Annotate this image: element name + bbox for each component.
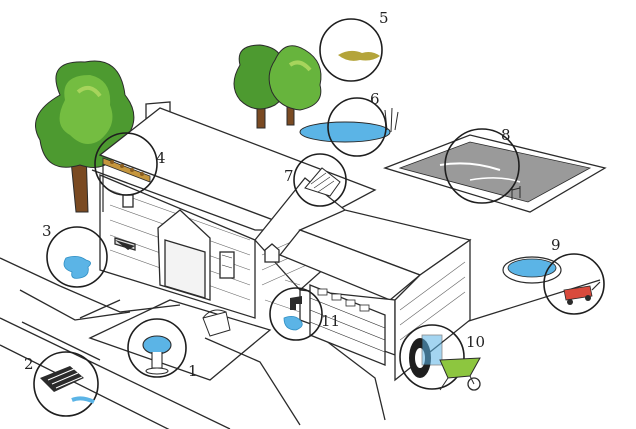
callout-circle-4	[94, 132, 158, 196]
swimming-pool	[383, 134, 607, 213]
callout-circle-11	[269, 287, 323, 341]
callout-circle-9	[543, 253, 605, 315]
callout-number-5: 5	[379, 9, 389, 27]
back-trees	[233, 44, 322, 129]
callout-circle-3	[46, 226, 108, 288]
callout-circle-10	[399, 324, 465, 390]
mud-patch	[338, 50, 380, 61]
birdbath-icon	[142, 335, 172, 375]
callout-circle-7	[293, 153, 347, 207]
roof-vent-icon	[304, 167, 341, 197]
callout-numbers: 1 2 3 4 5 6 7 8 9 10 11	[24, 9, 561, 380]
callout-circle-6	[327, 97, 387, 157]
wagon-icon	[563, 281, 601, 305]
callout-circles	[33, 18, 605, 417]
callout-circle-1	[127, 318, 187, 378]
callout-number-8: 8	[501, 126, 511, 144]
planter-icon	[202, 309, 231, 337]
callout-number-4: 4	[156, 149, 166, 167]
clogged-gutter-icon	[102, 157, 151, 212]
callout-circle-5	[319, 18, 383, 82]
callout-number-10: 10	[466, 333, 485, 351]
storm-drain-icon	[40, 366, 95, 404]
callout-number-9: 9	[551, 236, 561, 254]
left-tree	[35, 60, 135, 213]
callout-number-6: 6	[370, 90, 380, 108]
wading-pool	[502, 256, 562, 284]
callout-number-3: 3	[42, 222, 52, 240]
callout-number-2: 2	[24, 355, 34, 373]
callout-number-7: 7	[284, 167, 294, 185]
callout-circle-2	[33, 351, 99, 417]
callout-circle-8	[444, 128, 520, 204]
downspout-splash-icon	[115, 240, 135, 250]
tires-and-wheelbarrow-icon	[409, 334, 481, 391]
callout-number-1: 1	[188, 362, 198, 380]
puddle-icon	[63, 256, 91, 279]
leaky-faucet-icon	[283, 296, 303, 331]
callout-number-11: 11	[321, 312, 340, 330]
